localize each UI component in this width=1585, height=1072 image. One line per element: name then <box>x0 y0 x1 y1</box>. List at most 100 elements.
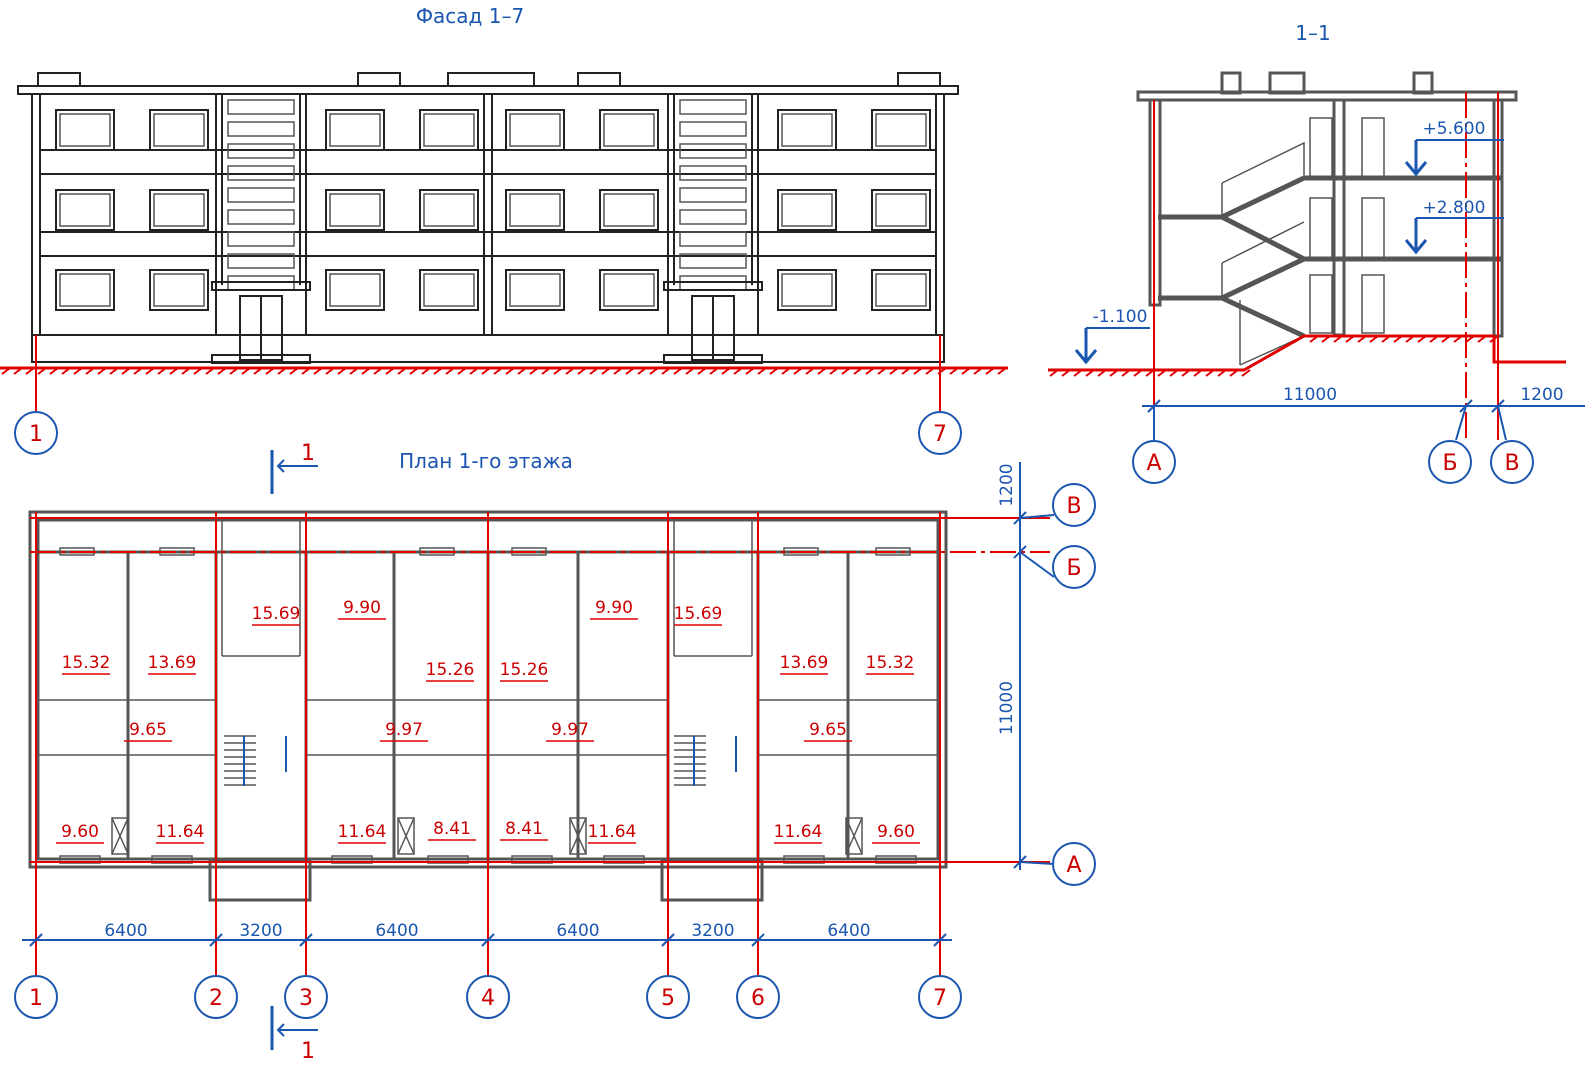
facade-window <box>871 189 931 231</box>
facade-window <box>149 109 209 151</box>
plan-axis-label: 5 <box>661 986 675 1011</box>
ground-hatch <box>673 367 683 375</box>
vent-shaft-cross <box>569 817 587 855</box>
plan-dim-tick <box>751 933 765 947</box>
stair-window-strip <box>679 253 747 269</box>
facade-window-frame <box>603 273 655 307</box>
entrance-vestibule <box>208 858 312 902</box>
facade-window <box>419 109 479 151</box>
plan-dim-tick <box>481 933 495 947</box>
vent-shaft <box>111 817 129 855</box>
ground-hatch <box>913 367 923 375</box>
section-axis-V-label: В <box>1504 451 1519 476</box>
stair-window-strip <box>227 253 295 269</box>
stair-window-strip <box>679 99 747 115</box>
ground-hatch <box>1369 335 1379 343</box>
facade-window-frame <box>509 113 561 147</box>
plan-axis-bubble <box>194 975 238 1019</box>
level-mark-5600: +5.600 <box>1404 119 1504 177</box>
ground-hatch <box>805 367 815 375</box>
ground-hatch <box>1241 369 1251 377</box>
facade-window <box>871 109 931 151</box>
plan-axis-label: 1 <box>29 986 43 1011</box>
stair-window-strip <box>227 187 295 203</box>
ground-hatch <box>541 367 551 375</box>
facade-window-frame <box>781 113 833 147</box>
ground-hatch <box>1465 335 1475 343</box>
room-area-label: 11.64 <box>156 822 205 842</box>
vent-shaft <box>397 817 415 855</box>
facade-window <box>599 109 659 151</box>
ground-hatch <box>613 367 623 375</box>
ground-hatch <box>421 367 431 375</box>
ground-hatch <box>193 367 203 375</box>
facade-axis-1-label: 1 <box>29 422 43 447</box>
ground-hatch <box>709 367 719 375</box>
ground-hatch <box>949 367 959 375</box>
ground-hatch <box>997 367 1007 375</box>
facade-window-frame <box>59 273 111 307</box>
plan-axis-leader <box>1019 551 1055 578</box>
ground-hatch <box>721 367 731 375</box>
ground-hatch <box>589 367 599 375</box>
ground-hatch <box>1405 335 1415 343</box>
plan-axis-label: А <box>1066 853 1081 878</box>
ground-hatch <box>1133 369 1143 377</box>
ground-hatch <box>517 367 527 375</box>
ground-hatch <box>277 367 287 375</box>
ground-hatch <box>769 367 779 375</box>
room-area-label: 15.69 <box>252 604 301 624</box>
ground-hatch <box>1477 335 1487 343</box>
room-area-label: 11.64 <box>588 822 637 842</box>
facade-axis-1-bubble <box>14 411 58 455</box>
ground-hatch <box>13 367 23 375</box>
facade-window-frame <box>509 273 561 307</box>
stair-window-strip <box>679 165 747 181</box>
room-area-label: 8.41 <box>433 819 471 839</box>
ground-hatch <box>181 367 191 375</box>
ground-hatch <box>1333 335 1343 343</box>
ground-hatch <box>1085 369 1095 377</box>
section-cut-label-top: 1 <box>301 441 315 466</box>
plan-dim-tick <box>1013 511 1027 525</box>
plan-dim-tick <box>29 933 43 947</box>
facade-window-frame <box>875 193 927 227</box>
ground-hatch <box>865 367 875 375</box>
facade-window-frame <box>59 193 111 227</box>
ground-hatch <box>901 367 911 375</box>
ground-hatch <box>157 367 167 375</box>
ground-hatch <box>1097 369 1107 377</box>
ground-hatch <box>577 367 587 375</box>
facade-window <box>325 189 385 231</box>
level-minus1100-label: -1.100 <box>1093 307 1148 327</box>
plan-axis-label: 7 <box>933 986 947 1011</box>
ground-hatch <box>373 367 383 375</box>
ground-hatch <box>1429 335 1439 343</box>
ground-hatch <box>625 367 635 375</box>
ground-hatch <box>1309 335 1319 343</box>
facade-window <box>55 269 115 311</box>
ground-hatch <box>637 367 647 375</box>
plan-axis-bubble <box>1052 545 1096 589</box>
room-area-label: 8.41 <box>505 819 543 839</box>
ground-hatch <box>1205 369 1215 377</box>
section-cut-mark-bottom: 1 <box>270 1006 318 1064</box>
plan-dim-label: 6400 <box>827 921 870 941</box>
ground-hatch <box>109 367 119 375</box>
ground-hatch <box>1 367 11 375</box>
room-area-label: 15.32 <box>866 653 915 673</box>
facade-window-frame <box>329 113 381 147</box>
level-mark-minus1100: -1.100 <box>1074 307 1150 365</box>
ground-hatch <box>265 367 275 375</box>
section-axis-A-label: А <box>1146 451 1161 476</box>
ground-hatch <box>985 367 995 375</box>
ground-hatch <box>25 367 35 375</box>
ground-hatch <box>1181 369 1191 377</box>
stair-window-strip <box>679 231 747 247</box>
vent-shaft-cross <box>397 817 415 855</box>
facade-window <box>599 189 659 231</box>
ground-hatch <box>601 367 611 375</box>
room-area-label: 9.65 <box>809 720 847 740</box>
facade-window-frame <box>153 193 205 227</box>
